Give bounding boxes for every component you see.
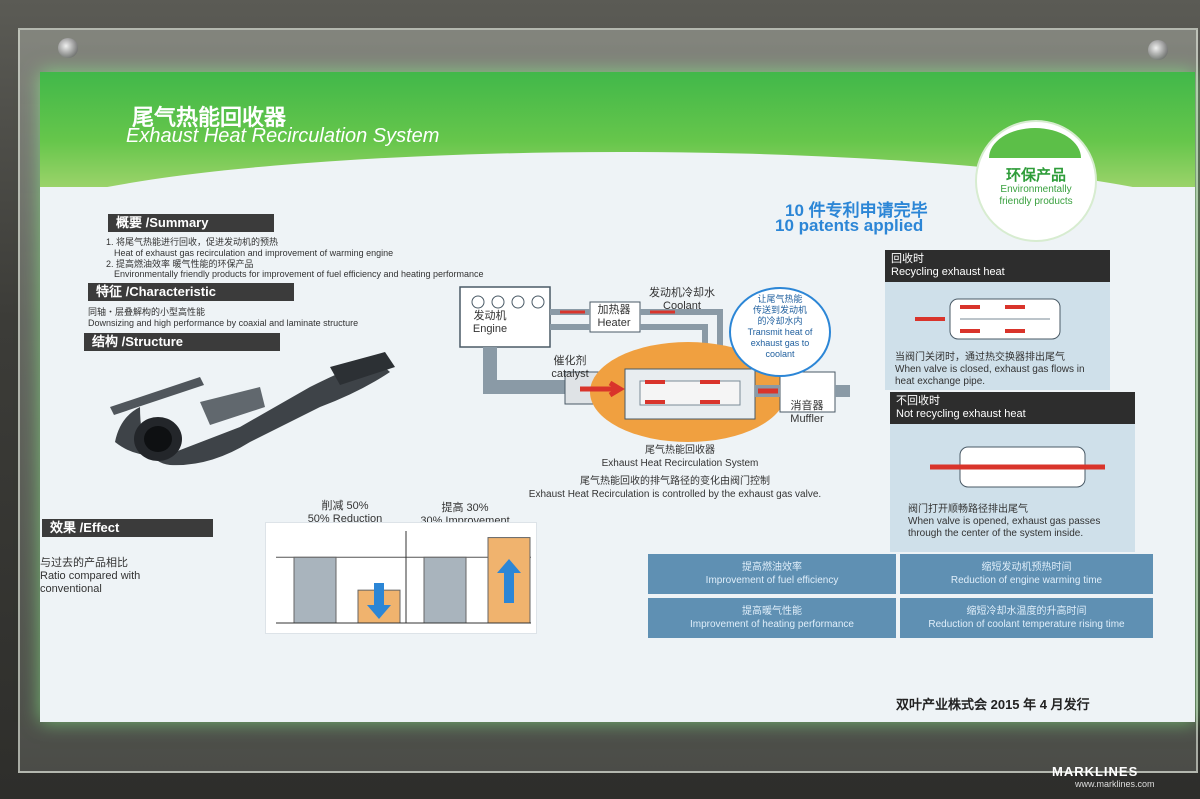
summary-item2-en: Environmentally friendly products for im… bbox=[114, 269, 484, 279]
arrow-up-icon bbox=[497, 559, 521, 603]
title-cn: 尾气热能回收器 bbox=[132, 105, 287, 130]
screw-top-right bbox=[1148, 40, 1168, 60]
product-photo bbox=[110, 352, 395, 466]
eco-label-en-2: friendly products bbox=[999, 196, 1073, 207]
characteristic-en: Downsizing and high performance by coaxi… bbox=[88, 318, 359, 328]
effect-tag: 效果 /Effect bbox=[42, 519, 213, 537]
effect-bar-2 bbox=[423, 556, 467, 624]
summary-item2-cn: 2. 提高燃油效率 暖气性能的环保产品 bbox=[106, 259, 254, 269]
effect-chart-svg: 100 bbox=[241, 531, 531, 624]
effect-chart: 100 bbox=[241, 522, 537, 634]
not-recycling-illustration bbox=[930, 446, 1105, 488]
watermark-url: www.marklines.com bbox=[1075, 779, 1155, 789]
characteristic-cn: 同轴・层叠解构的小型高性能 bbox=[88, 307, 206, 317]
structure-tag: 结构 /Structure bbox=[84, 333, 280, 351]
eco-badge: 环保产品 Environmentally friendly products bbox=[975, 120, 1097, 242]
arrow-down-icon bbox=[367, 583, 391, 619]
eco-label-en-1: Environmentally bbox=[1000, 184, 1072, 195]
recycling-illustration bbox=[915, 298, 1061, 340]
summary-item1-cn: 1. 将尾气热能进行回收，促进发动机的预热 bbox=[106, 237, 279, 247]
watermark-brand: MARKLINES bbox=[1052, 764, 1139, 779]
effect-bar-0 bbox=[293, 556, 337, 624]
flow-arrow-icon bbox=[580, 380, 625, 398]
characteristic-tag: 特征 /Characteristic bbox=[88, 283, 294, 301]
eco-label-en: Environmentally friendly products bbox=[977, 184, 1095, 208]
system-diagram bbox=[459, 286, 850, 442]
eco-label-cn: 环保产品 bbox=[1005, 167, 1066, 184]
summary-tag: 概要 /Summary bbox=[108, 214, 274, 232]
info-panel: 尾气热能回收器 Exhaust Heat Recirculation Syste… bbox=[40, 72, 1195, 722]
patents-en: 10 patents applied bbox=[775, 216, 924, 235]
title-en: Exhaust Heat Recirculation System bbox=[126, 125, 440, 147]
patents-cn: 10 件专利申请完毕 bbox=[785, 201, 928, 220]
leaf-icon bbox=[989, 128, 1081, 158]
footer-publisher: 双叶产业株式会 2015 年 4 月发行 bbox=[896, 697, 1090, 712]
summary-item1-en: Heat of exhaust gas recirculation and im… bbox=[114, 248, 394, 258]
screw-top-left bbox=[58, 38, 78, 58]
